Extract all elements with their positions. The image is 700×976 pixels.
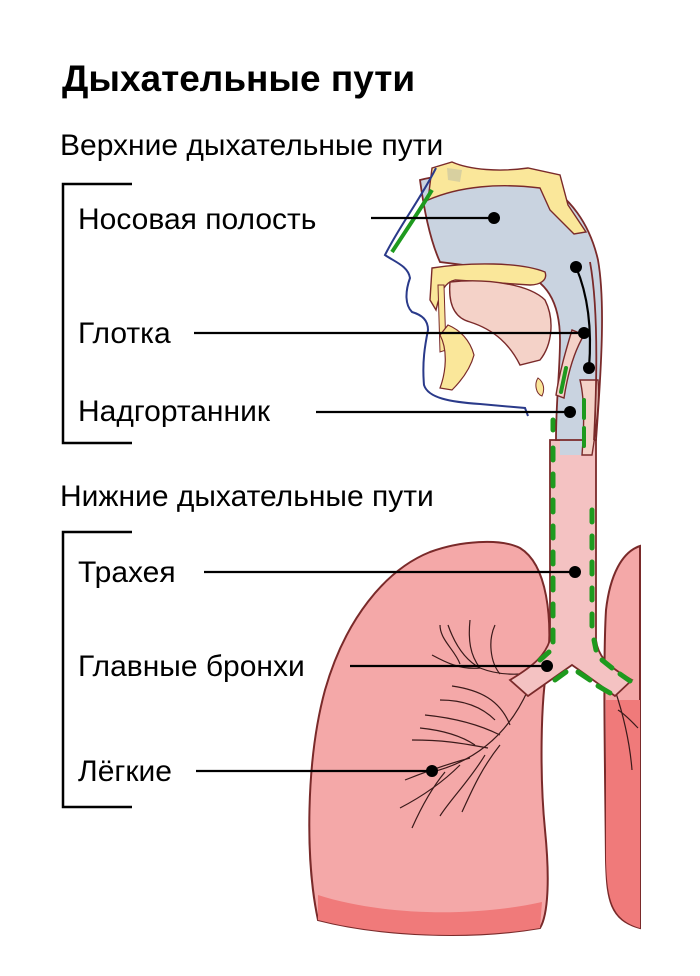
oral-cavity — [448, 280, 552, 366]
head-illustration — [383, 161, 603, 456]
upper-airways-heading: Верхние дыхательные пути — [60, 129, 443, 162]
leader-lines — [194, 216, 592, 773]
lower-airways-heading: Нижние дыхательные пути — [60, 480, 434, 513]
right-bronchial-tree — [614, 689, 639, 771]
label-pharynx: Глотка — [78, 317, 171, 350]
nasal-mucosa — [390, 188, 434, 254]
lower-jaw — [439, 324, 475, 391]
trachea-mucosa — [537, 417, 633, 696]
label-trachea: Трахея — [78, 556, 176, 589]
label-nasal-cavity: Носовая полость — [78, 203, 316, 236]
skull-base — [427, 161, 588, 235]
label-main-bronchi: Главные бронхи — [78, 650, 305, 683]
label-dots — [426, 212, 595, 777]
left-lung — [308, 540, 551, 936]
right-lung-lower-lobe — [606, 700, 640, 928]
lungs-illustration — [308, 540, 641, 936]
pharynx-mucosa — [559, 366, 586, 448]
label-epiglottis: Надгортанник — [78, 395, 271, 428]
label-lungs: Лёгкие — [78, 755, 172, 788]
diagram-title: Дыхательные пути — [62, 58, 415, 99]
face-outline — [383, 167, 529, 417]
left-lung-base — [318, 895, 542, 935]
upper-bracket — [61, 182, 132, 445]
lower-bracket — [61, 530, 132, 809]
